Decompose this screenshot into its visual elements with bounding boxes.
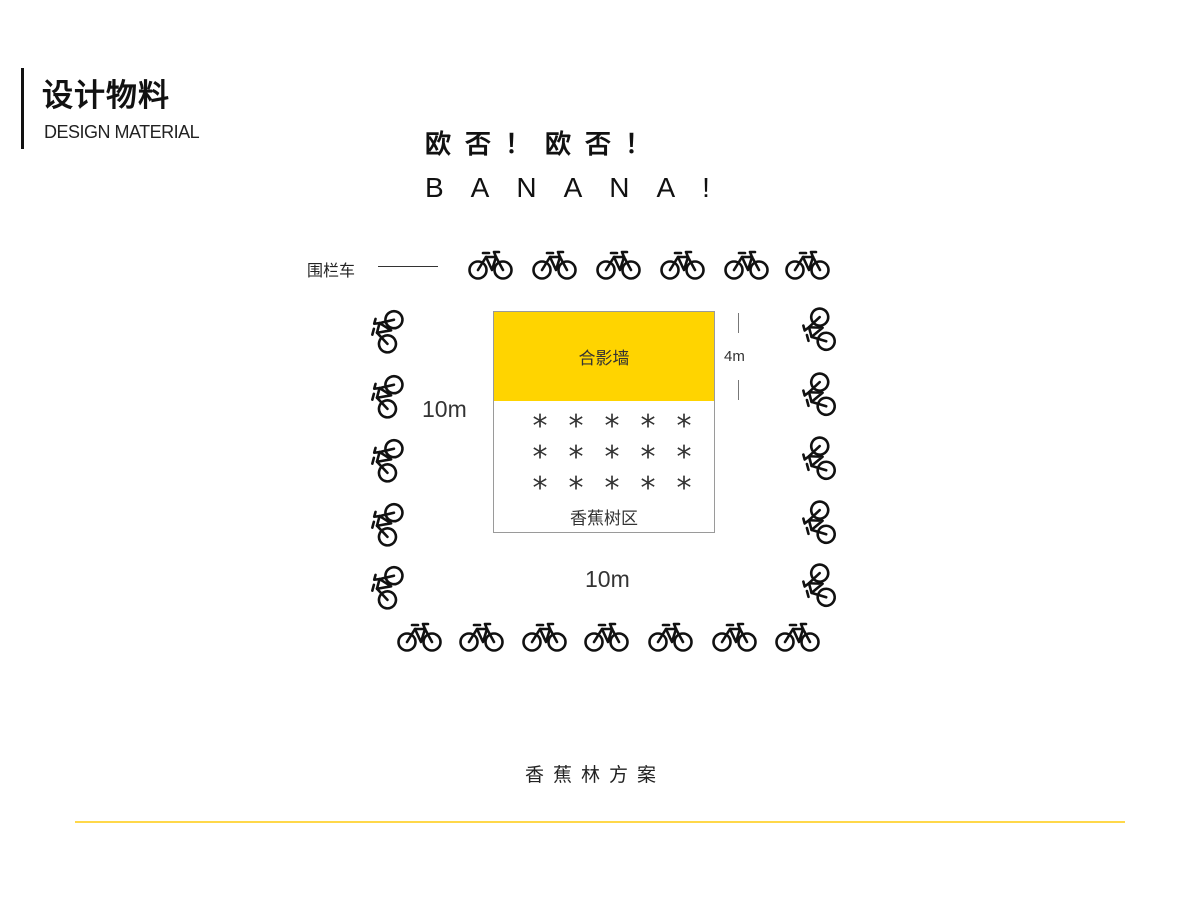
asterisk-tree-icon: * [640,440,656,475]
banana-tree-grid: *************** [522,411,692,504]
asterisk-tree-icon: * [640,471,656,506]
asterisk-tree-icon: * [532,409,548,444]
bicycle-icon [532,248,578,282]
asterisk-tree-icon: * [676,440,692,475]
slogan-line-1: 欧否！欧否！ [425,130,666,160]
bicycle-icon [775,620,821,654]
bicycle-icon [712,620,758,654]
slogan-line-2: BANANA! [425,172,737,203]
asterisk-tree-icon: * [676,409,692,444]
bicycle-icon [796,496,841,549]
bicycle-icon [660,248,706,282]
bicycle-icon [397,620,443,654]
bicycle-icon [584,620,630,654]
bicycle-icon [364,496,409,549]
asterisk-tree-icon: * [532,471,548,506]
bicycle-icon [596,248,642,282]
banana-area-label: 香蕉树区 [570,509,638,529]
bicycle-icon [364,559,409,612]
dimension-bottom: 10m [585,566,630,592]
dimension-wall-depth: 4m [724,348,745,365]
bicycle-icon [796,368,841,421]
asterisk-tree-icon: * [568,471,584,506]
page-subtitle: DESIGN MATERIAL [44,122,200,142]
asterisk-tree-icon: * [604,440,620,475]
bicycle-icon [796,559,841,612]
asterisk-tree-icon: * [568,440,584,475]
bicycle-icon [785,248,831,282]
bicycle-icon [468,248,514,282]
bicycle-icon [796,432,841,485]
bicycle-icon [364,303,409,356]
bicycle-icon [724,248,770,282]
fence-label-leader-line [378,266,438,267]
asterisk-tree-icon: * [640,409,656,444]
dimension-tick-bottom [738,380,739,400]
header-accent-bar [21,68,24,149]
bicycle-icon [459,620,505,654]
bicycle-icon [364,432,409,485]
page-title: 设计物料 [42,78,170,114]
asterisk-tree-icon: * [676,471,692,506]
asterisk-tree-icon: * [532,440,548,475]
fence-bike-label: 围栏车 [307,261,356,280]
footer-divider [75,821,1125,823]
photo-wall: 合影墙 [494,312,714,401]
dimension-side: 10m [422,396,467,422]
bicycle-icon [364,368,409,421]
photo-wall-label: 合影墙 [578,349,630,369]
asterisk-tree-icon: * [568,409,584,444]
footer-caption: 香蕉林方案 [524,764,665,786]
asterisk-tree-icon: * [604,471,620,506]
dimension-tick-top [738,313,739,333]
asterisk-tree-icon: * [604,409,620,444]
bicycle-icon [522,620,568,654]
bicycle-icon [648,620,694,654]
bicycle-icon [796,303,841,356]
banana-area: 合影墙 *************** 香蕉树区 [493,311,715,533]
